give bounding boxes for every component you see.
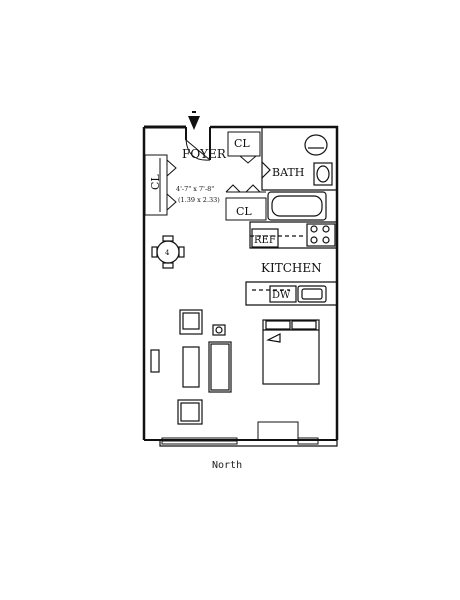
foyer-label: FOYER: [182, 147, 227, 161]
closet-left: [144, 154, 177, 216]
exterior-walls: [142, 125, 339, 447]
windows: [161, 421, 319, 445]
living-furniture: [150, 309, 232, 425]
kitchen-counter-lower: [245, 281, 338, 306]
refrigerator-label: REF: [254, 235, 276, 246]
foyer-dims-imperial: 4'-7" x 7'-8": [176, 185, 214, 193]
kitchen-label: KITCHEN: [261, 261, 322, 275]
entry-arrow-icon: [188, 111, 200, 130]
foyer-dims-metric: (1.39 x 2.33): [178, 196, 220, 204]
entry-door: [185, 139, 211, 161]
bed: [262, 319, 320, 385]
closet-foyer-label: CL: [236, 205, 252, 218]
bathtub: [267, 191, 327, 221]
dishwasher-label: DW: [272, 290, 291, 301]
closet-top-label: CL: [234, 137, 250, 150]
closet-foyer: [225, 184, 267, 221]
dining-table: [151, 235, 185, 269]
closet-left-label: CL: [149, 174, 162, 190]
kitchen-counter-upper: [249, 221, 338, 249]
dining-seats-label: 4: [165, 249, 170, 257]
closet-top: [227, 131, 261, 164]
north-label: North: [212, 460, 242, 471]
bath-area: [261, 127, 337, 191]
bath-label: BATH: [272, 166, 304, 179]
